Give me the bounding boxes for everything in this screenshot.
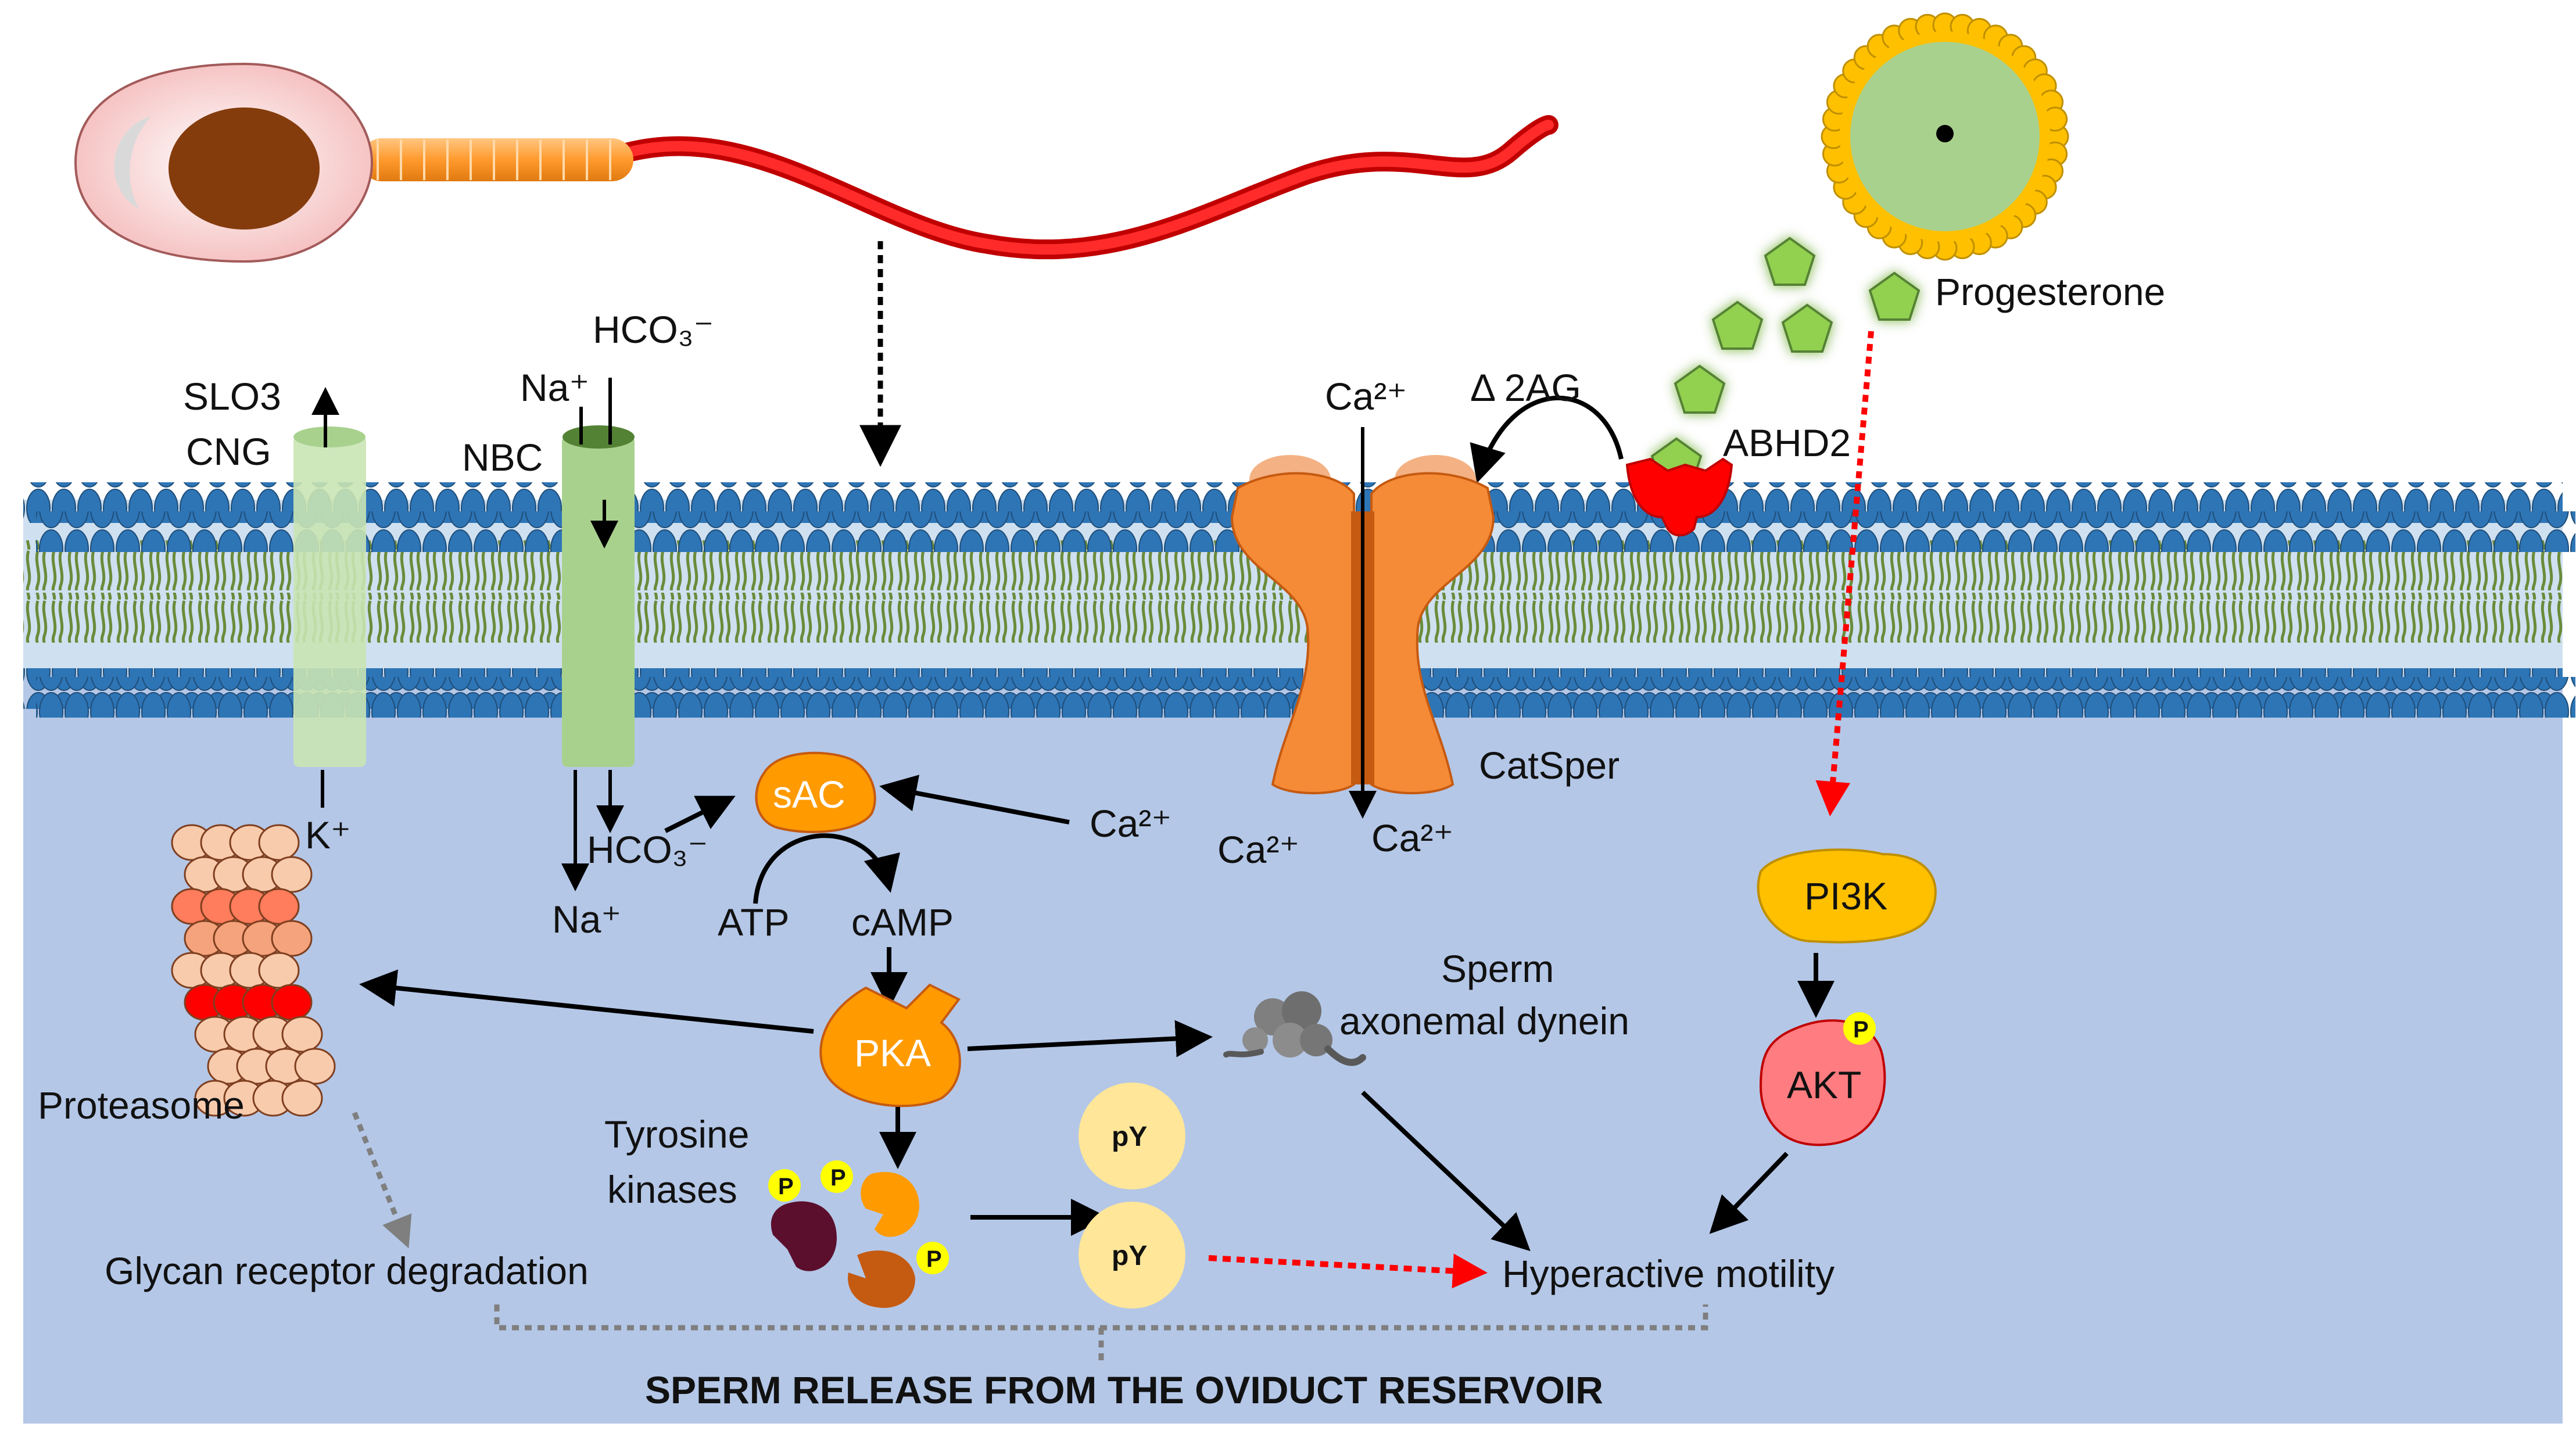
hyperactive-label: Hyperactive motility bbox=[1502, 1252, 1835, 1295]
bicarbonate-to-sac-arrow bbox=[664, 795, 736, 833]
dynein-label-line2: axonemal dynein bbox=[1339, 999, 1629, 1042]
sperm-cell-icon bbox=[74, 62, 1559, 263]
dynein-label-line1: Sperm bbox=[1441, 947, 1554, 990]
ca-in-right-label: Ca²⁺ bbox=[1371, 816, 1453, 859]
ca-catsper-top-label: Ca²⁺ bbox=[1325, 375, 1407, 418]
catsper-label: CatSper bbox=[1479, 744, 1620, 787]
akt-phosphate-badge bbox=[1843, 1012, 1876, 1045]
akt-to-hyperactive-arrow bbox=[1709, 1152, 1789, 1234]
na-top-label: Na⁺ bbox=[520, 366, 589, 409]
pi3k-enzyme bbox=[1757, 848, 1937, 944]
hco3-in-label: HCO₃⁻ bbox=[587, 828, 708, 871]
atp-to-camp-arrow bbox=[753, 833, 900, 904]
proteasome-subunit bbox=[271, 856, 313, 893]
2ag-arrow bbox=[1470, 395, 1624, 483]
pka-to-dynein-arrow bbox=[967, 1020, 1213, 1058]
slo3-cng-channel-icon bbox=[293, 426, 366, 767]
sac-label: sAC bbox=[773, 773, 845, 816]
k-plus-label: K⁺ bbox=[305, 813, 351, 856]
na-in-label: Na⁺ bbox=[552, 898, 621, 941]
dynein-motor-icon bbox=[1223, 991, 1366, 1066]
proteasome-icon bbox=[171, 824, 336, 1117]
nbc-transporter-icon bbox=[562, 425, 635, 767]
pka-label: PKA bbox=[854, 1031, 931, 1074]
proteasome-label: Proteasome bbox=[38, 1084, 245, 1127]
dynein-to-hyperactive-arrow bbox=[1361, 1091, 1531, 1252]
akt-label: AKT bbox=[1787, 1063, 1861, 1106]
phosphate-badges: P P P bbox=[768, 1160, 949, 1274]
py-to-hyperactive-arrow bbox=[1208, 1253, 1488, 1289]
glycan-label: Glycan receptor degradation bbox=[105, 1249, 589, 1292]
camp-label: cAMP bbox=[851, 901, 954, 944]
proteasome-subunit bbox=[271, 920, 313, 957]
py-label: pY bbox=[1112, 1241, 1147, 1271]
progesterone-molecules bbox=[1650, 236, 1921, 486]
oocyte-cumulus-icon bbox=[1821, 12, 2069, 261]
p-badge-label: P bbox=[778, 1174, 794, 1199]
cng-label: CNG bbox=[186, 430, 271, 473]
py-circle bbox=[1079, 1202, 1185, 1309]
progesterone-to-pi3k-arrow bbox=[1815, 331, 1874, 816]
py-label: pY bbox=[1112, 1121, 1147, 1152]
p-badge-label: P bbox=[1853, 1017, 1869, 1042]
slo3-label: SLO3 bbox=[183, 375, 281, 418]
pi3k-label: PI3K bbox=[1804, 874, 1887, 917]
delta-2ag-label: Δ 2AG bbox=[1470, 366, 1581, 409]
proteasome-subunit bbox=[271, 984, 313, 1021]
ca-in-left-label: Ca²⁺ bbox=[1217, 828, 1299, 871]
progesterone-icon bbox=[1711, 300, 1764, 350]
proteasome-subunit bbox=[281, 1080, 323, 1117]
proteasome-subunit bbox=[258, 952, 300, 989]
atp-label: ATP bbox=[718, 901, 789, 944]
ca-sac-label: Ca²⁺ bbox=[1090, 802, 1171, 845]
p-badge-label: P bbox=[926, 1246, 942, 1272]
proteasome-subunit bbox=[294, 1048, 336, 1085]
pka-enzyme bbox=[819, 983, 961, 1107]
tyrosine-kinase-icons bbox=[771, 1172, 919, 1308]
tyrosine-label-line1: Tyrosine bbox=[604, 1113, 749, 1156]
proteasome-subunit bbox=[258, 824, 300, 861]
abhd2-receptor-icon bbox=[1625, 457, 1733, 537]
abhd2-label: ABHD2 bbox=[1723, 421, 1851, 464]
p-badge-label: P bbox=[830, 1165, 846, 1191]
progesterone-icon bbox=[1868, 271, 1921, 321]
proteasome-subunit bbox=[258, 888, 300, 925]
progesterone-icon bbox=[1674, 364, 1726, 414]
calcium-to-sac-arrow bbox=[879, 775, 1070, 825]
release-title: SPERM RELEASE FROM THE OVIDUCT RESERVOIR bbox=[645, 1368, 1603, 1411]
pka-to-proteasome-arrow bbox=[359, 969, 814, 1034]
hco3-top-label: HCO₃⁻ bbox=[593, 308, 714, 351]
progesterone-icon bbox=[1764, 236, 1816, 286]
proteasome-to-glycan-arrow bbox=[352, 1112, 412, 1249]
nbc-label: NBC bbox=[462, 436, 543, 479]
progesterone-label: Progesterone bbox=[1935, 270, 2165, 313]
tyrosine-label-line2: kinases bbox=[607, 1168, 737, 1211]
sac-enzyme bbox=[755, 751, 876, 833]
py-circle bbox=[1079, 1083, 1185, 1189]
proteasome-subunit bbox=[281, 1016, 323, 1053]
progesterone-icon bbox=[1781, 303, 1833, 353]
